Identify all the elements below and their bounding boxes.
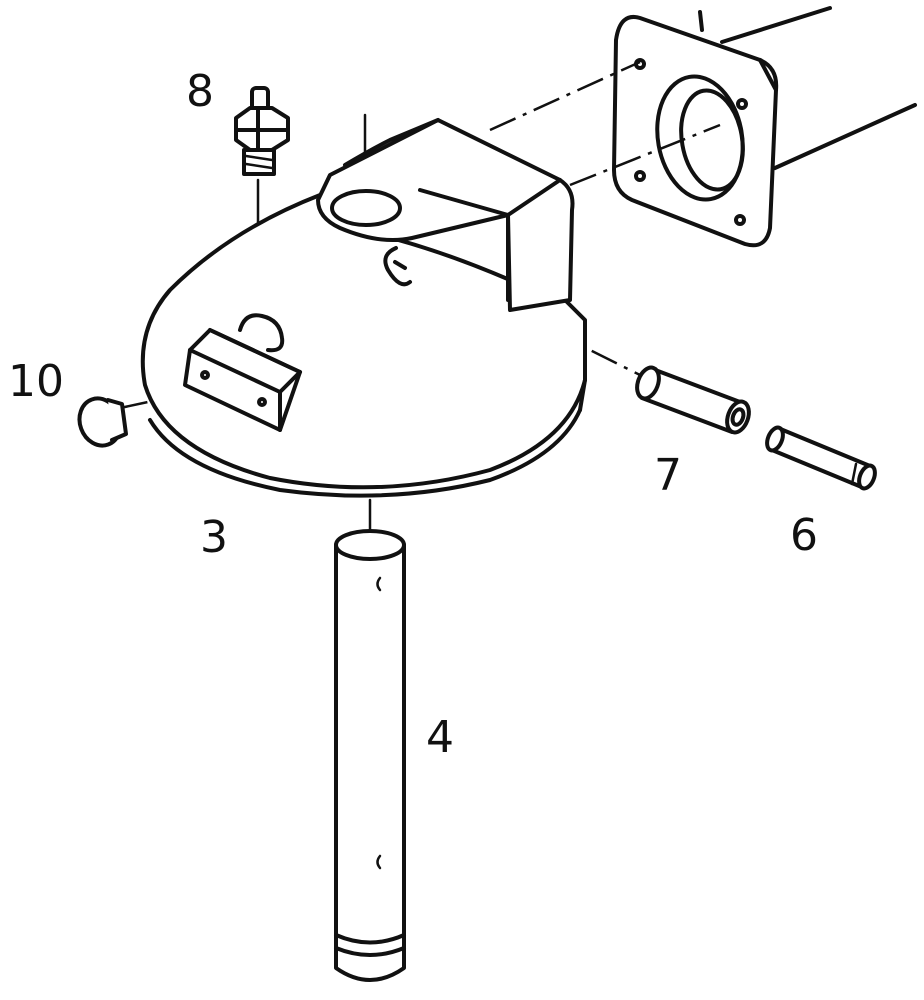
square-flange [612, 10, 779, 248]
grease-nipple [234, 86, 290, 176]
part-label-8: 8 [186, 66, 214, 117]
bracket [316, 118, 575, 312]
part-label-6: 6 [790, 510, 818, 561]
sleeve [635, 365, 751, 435]
pipe [720, 6, 917, 170]
switch-block [183, 313, 302, 432]
part-label-4: 4 [426, 712, 454, 763]
shaft [334, 529, 406, 982]
pin [765, 425, 877, 491]
part-label-10: 10 [8, 356, 64, 407]
knob [77, 396, 128, 448]
part-label-7: 7 [654, 450, 682, 501]
part-label-3: 3 [200, 512, 228, 563]
